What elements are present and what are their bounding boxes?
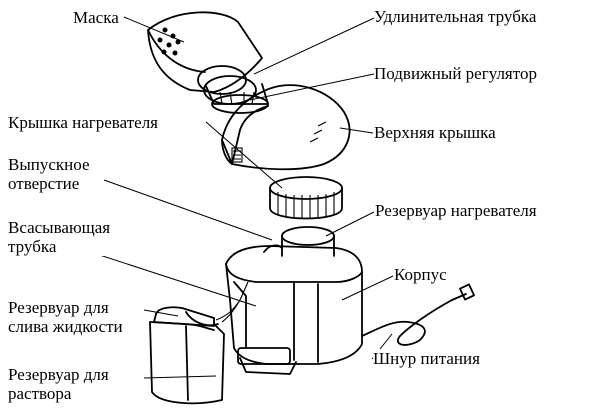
- label-suction-tube: Всасывающая трубка: [8, 218, 111, 256]
- solution-tank-part: [149, 281, 249, 405]
- label-heater-reservoir: Резервуар нагревателя: [375, 201, 537, 220]
- extension-tube-part: [205, 83, 269, 114]
- heater-reservoir-part: [263, 226, 335, 257]
- label-solution-line2: раствора: [8, 384, 72, 403]
- label-heater-cover: Крышка нагревателя: [8, 113, 158, 132]
- label-outlet-line1: Выпускное: [8, 155, 90, 174]
- label-drain-line1: Резервуар для: [8, 298, 109, 317]
- label-mask: Маска: [73, 8, 119, 27]
- power-cord-part: [361, 283, 475, 346]
- label-top-cover: Верхняя крышка: [374, 123, 496, 142]
- label-solution-reservoir: Резервуар для раствора: [8, 365, 109, 403]
- label-drain-line2: слива жидкости: [8, 317, 123, 336]
- label-suction-line2: трубка: [8, 237, 57, 256]
- label-drain-reservoir: Резервуар для слива жидкости: [8, 298, 123, 336]
- leader-lines: [71, 16, 394, 379]
- heater-cap-part: [269, 176, 343, 220]
- label-outlet: Выпускное отверстие: [8, 155, 90, 193]
- label-suction-line1: Всасывающая: [8, 218, 111, 237]
- label-power-cord: Шнур питания: [373, 349, 480, 368]
- body-part: [225, 245, 363, 375]
- mask-part: [147, 11, 263, 105]
- label-extension-tube: Удлинительная трубка: [374, 7, 537, 26]
- label-body: Корпус: [394, 265, 447, 284]
- label-solution-line1: Резервуар для: [8, 365, 109, 384]
- label-movable-regulator: Подвижный регулятор: [374, 64, 537, 83]
- label-outlet-line2: отверстие: [8, 174, 80, 193]
- top-cover-part: [221, 84, 351, 171]
